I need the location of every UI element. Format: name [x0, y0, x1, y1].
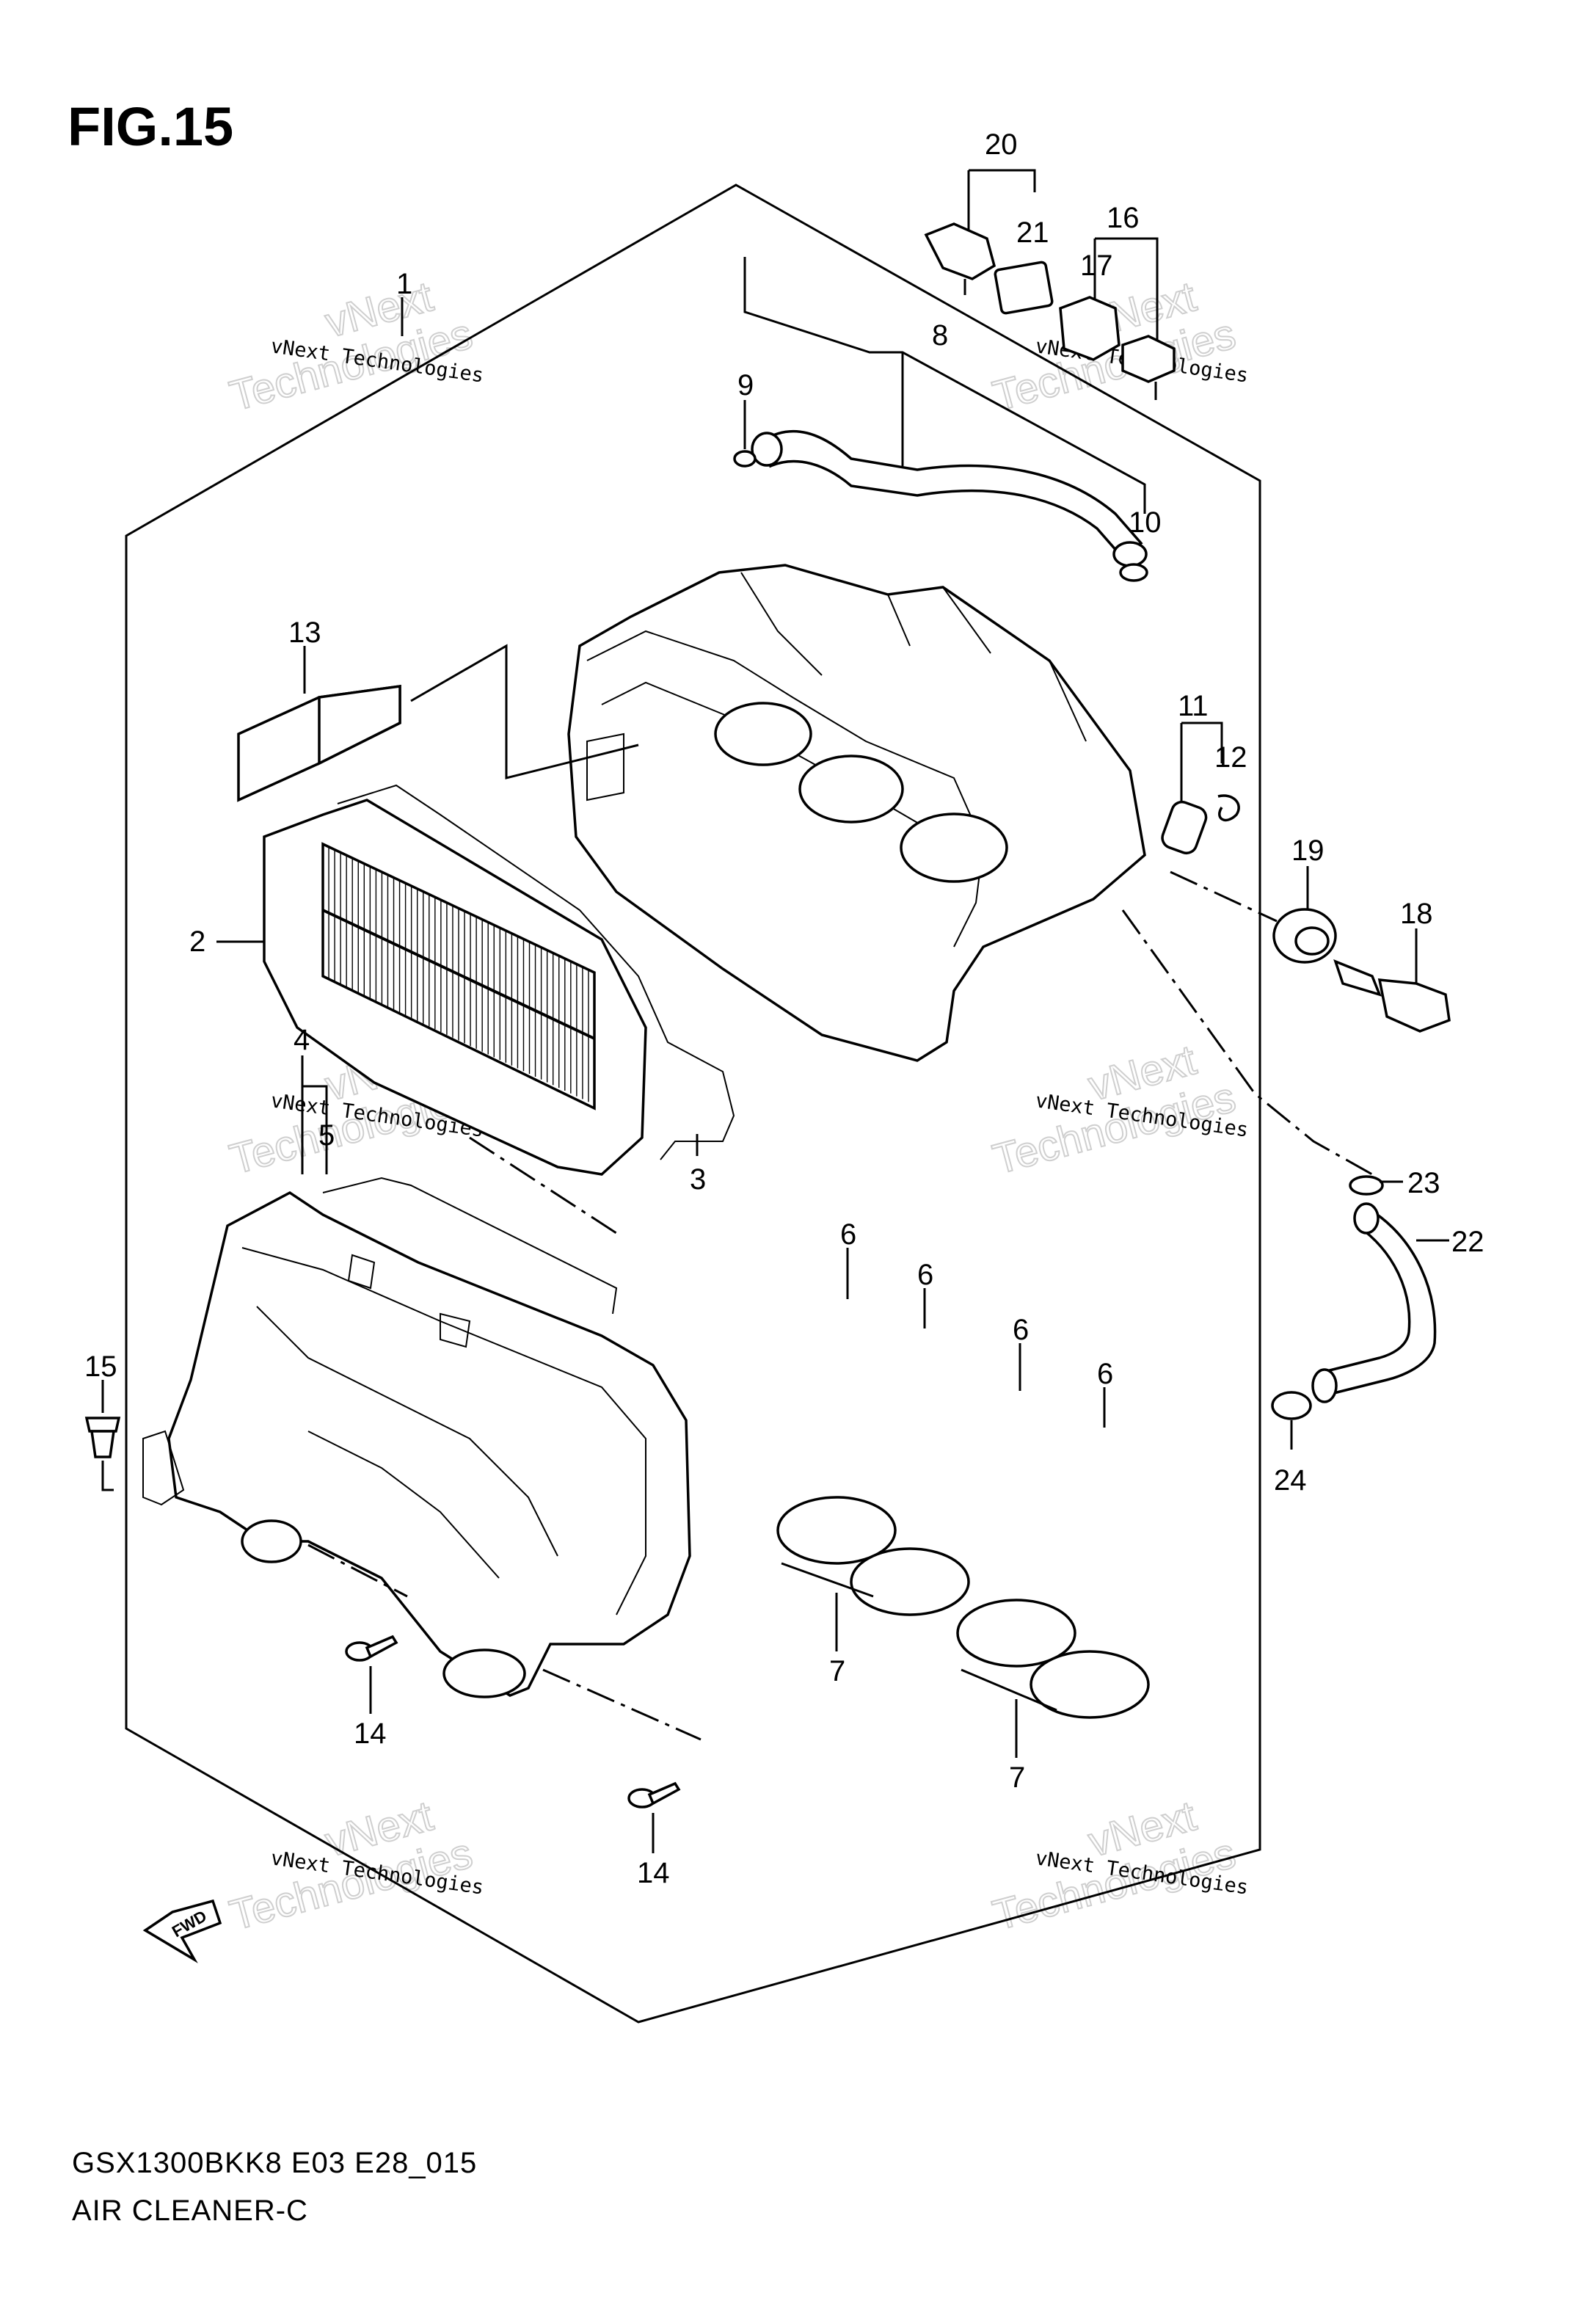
callout-6: 6 — [1013, 1314, 1029, 1346]
callout-22: 22 — [1451, 1226, 1484, 1258]
section-name: AIR CLEANER-C — [72, 2195, 308, 2227]
clip-15 — [84, 1380, 121, 1491]
figure-title: FIG.15 — [68, 96, 234, 157]
seal-3 — [337, 784, 735, 1160]
callout-7: 7 — [829, 1655, 845, 1687]
air-cleaner-case-lower — [142, 1190, 691, 1698]
filter-center-rib — [322, 909, 595, 1040]
callout-1: 1 — [396, 268, 412, 300]
callout-19: 19 — [1291, 835, 1324, 867]
drain-hose-22 — [1121, 909, 1437, 1403]
clamp-24 — [1271, 1391, 1312, 1450]
clamps-7 — [776, 1496, 1150, 1758]
grommet-19 — [1272, 866, 1337, 964]
clamp-9 — [733, 450, 757, 468]
callout-7: 7 — [1009, 1762, 1025, 1794]
breather-hose-8 — [743, 257, 1148, 567]
screw-14-b — [627, 1781, 681, 1853]
callout-5: 5 — [318, 1119, 335, 1152]
callout-20: 20 — [985, 128, 1018, 161]
callout-18: 18 — [1400, 898, 1433, 930]
dash-19 — [1170, 870, 1278, 923]
callout-11: 11 — [1178, 690, 1209, 722]
solenoid-16-17 — [1059, 237, 1176, 400]
callout-2: 2 — [189, 926, 205, 958]
callout-6: 6 — [917, 1259, 933, 1291]
model-code: GSX1300BKK8 E03 E28_015 — [72, 2147, 478, 2179]
drain-plug-18 — [1333, 928, 1451, 1033]
callout-14: 14 — [637, 1857, 670, 1889]
filter-element-13 — [237, 644, 639, 802]
funnels-6 — [846, 1248, 1106, 1428]
assembly-frame — [125, 183, 1261, 2024]
tube-11-clip-12 — [1161, 721, 1240, 855]
callout-17: 17 — [1080, 250, 1113, 282]
callout-6: 6 — [840, 1218, 856, 1251]
dash-lower — [307, 1544, 408, 1598]
clamp-23 — [1349, 1175, 1384, 1196]
seal-5 — [322, 1177, 618, 1315]
leader-4-5 — [301, 1055, 328, 1174]
callout-13: 13 — [288, 617, 321, 649]
callout-3: 3 — [690, 1163, 706, 1196]
callout-21: 21 — [1016, 217, 1049, 249]
clamp-10 — [1119, 563, 1148, 582]
callout-8: 8 — [932, 319, 948, 352]
callout-9: 9 — [737, 369, 754, 401]
callout-6: 6 — [1097, 1358, 1113, 1390]
callouts: 1 2 3 4 5 6 6 6 6 7 7 8 9 10 11 12 13 14… — [84, 128, 1484, 1889]
callout-23: 23 — [1407, 1167, 1440, 1199]
fwd-arrow-icon: FWD — [142, 1899, 222, 1963]
callout-16: 16 — [1107, 202, 1140, 234]
air-cleaner-case-upper — [567, 564, 1146, 1062]
sensor-20 — [924, 169, 1054, 315]
callout-10: 10 — [1129, 506, 1162, 539]
callout-12: 12 — [1214, 741, 1247, 774]
screw-14-a — [345, 1635, 398, 1714]
dash-filter — [469, 1136, 617, 1235]
callout-24: 24 — [1274, 1464, 1307, 1497]
callout-4: 4 — [294, 1024, 310, 1056]
callout-14: 14 — [354, 1717, 387, 1750]
filter-mesh — [322, 844, 595, 1105]
dash-lower-2 — [542, 1668, 702, 1741]
callout-15: 15 — [84, 1351, 117, 1383]
